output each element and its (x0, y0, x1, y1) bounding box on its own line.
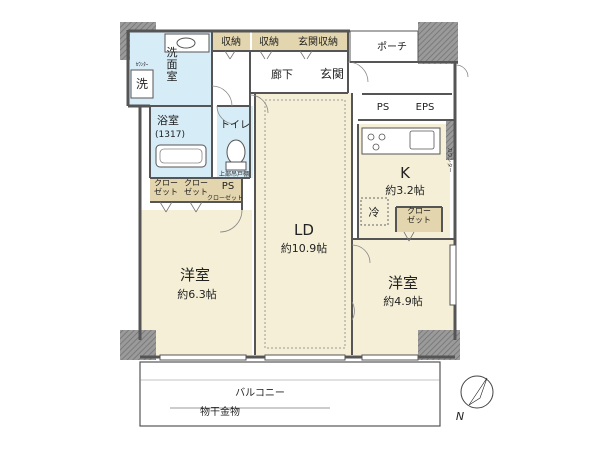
laundry-pan (130, 69, 154, 99)
storage2-floor (252, 31, 287, 51)
compass: N (456, 375, 494, 423)
label-toilet: トイレ (220, 120, 250, 131)
label-closet-b: クローゼット (184, 179, 208, 197)
toilet-tank (225, 161, 247, 171)
label-ld: LD (294, 221, 314, 239)
label-storage2: 収納 (259, 35, 279, 48)
column-top-right (418, 22, 458, 64)
label-storage1: 収納 (221, 35, 241, 48)
bathtub (155, 144, 207, 168)
closet-k-floor (396, 207, 442, 232)
windows (159, 244, 457, 361)
label-drying-rack: 物干金物 (200, 405, 240, 418)
label-western2: 洋室 (388, 274, 418, 292)
stove-burner-1 (367, 133, 375, 141)
balcony (139, 361, 441, 427)
fridge-outline (360, 197, 389, 226)
label-kitchen: K (400, 164, 411, 182)
column-bottom-left (120, 330, 156, 360)
label-closet-c: クローゼット (207, 194, 243, 202)
label-counter: カウンター (446, 147, 453, 172)
label-balcony: バルコニー (235, 387, 285, 399)
western1-floor (140, 210, 252, 355)
label-closet-a: クローゼット (154, 179, 178, 197)
label-closet-k: クローゼット (407, 207, 431, 225)
column-bottom-right (418, 330, 460, 360)
closet-doors (159, 50, 415, 242)
label-toilet-shelf: 上部吊戸棚 (219, 170, 249, 178)
label-hallway: 廊下 (271, 67, 293, 81)
label-laundry-counter: ｶｳﾝﾀｰ (136, 62, 149, 68)
porch-area (349, 30, 419, 63)
label-ps-mid: PS (222, 181, 234, 192)
ps-eps-floor (362, 94, 452, 120)
label-porch: ポーチ (377, 41, 407, 53)
label-entrance: 玄関 (320, 66, 344, 81)
kitchen-sink (409, 130, 435, 150)
label-bathroom: 浴室 (157, 113, 179, 127)
compass-ring (460, 375, 494, 409)
label-eps: EPS (416, 102, 435, 113)
label-ps-top: PS (377, 102, 389, 113)
label-western1: 洋室 (180, 266, 210, 284)
label-bathroom-size: (1317) (155, 130, 185, 140)
compass-north-label: N (456, 410, 464, 423)
label-washroom: 洗面室 (167, 46, 178, 83)
ld-floor (255, 93, 352, 355)
storage1-floor (212, 31, 250, 51)
toilet-bowl (226, 139, 246, 165)
bathtub-inner (159, 148, 203, 164)
column-top-left (120, 22, 156, 32)
label-genkan-storage: 玄関収納 (298, 35, 338, 48)
label-western1-size: 約6.3帖 (177, 287, 217, 301)
stove-burner-2 (378, 133, 386, 141)
label-western2-size: 約4.9帖 (383, 294, 423, 308)
label-kitchen-size: 約3.2帖 (385, 183, 425, 197)
column-right-mid (446, 120, 456, 160)
label-ld-size: 約10.9帖 (281, 241, 328, 255)
label-fridge: 冷 (369, 206, 380, 219)
hallway-floor (250, 51, 348, 93)
stove-burner-3 (372, 143, 380, 151)
compass-needle-tail (468, 377, 488, 406)
genkan-storage-floor (287, 31, 348, 51)
ld-dashed-outline (264, 99, 346, 349)
label-laundry: 洗 (136, 77, 148, 91)
column-top-left-v (120, 22, 130, 60)
basin-bowl (176, 37, 196, 49)
closets-left-floor (150, 178, 242, 202)
